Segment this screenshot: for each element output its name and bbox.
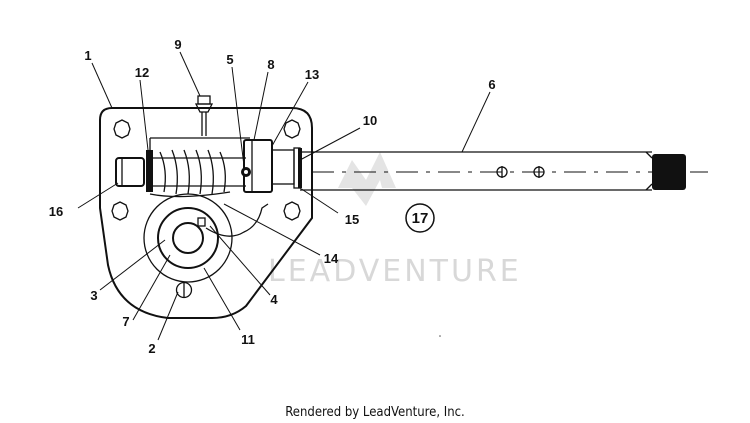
callout-17-badge: 17 bbox=[405, 203, 435, 233]
callout-2: 2 bbox=[148, 341, 155, 356]
leader-lines bbox=[77, 51, 491, 341]
callout-1: 1 bbox=[84, 48, 91, 63]
callout-9: 9 bbox=[174, 37, 181, 52]
callout-12: 12 bbox=[135, 65, 149, 80]
callout-11: 11 bbox=[241, 332, 255, 347]
leadventure-watermark: LEADVENTURE bbox=[268, 152, 522, 289]
callout-7: 7 bbox=[122, 314, 129, 329]
callout-3: 3 bbox=[90, 288, 97, 303]
callout-13: 13 bbox=[305, 67, 319, 82]
grease-fitting bbox=[194, 95, 214, 136]
collar-assembly bbox=[241, 139, 302, 193]
callout-16: 16 bbox=[49, 204, 63, 219]
callout-4: 4 bbox=[270, 292, 278, 307]
callout-17: 17 bbox=[412, 210, 429, 227]
callout-15: 15 bbox=[345, 212, 359, 227]
steering-shaft bbox=[300, 151, 708, 191]
callout-14: 14 bbox=[324, 251, 339, 266]
gearbox-housing bbox=[99, 107, 313, 319]
worm-gear bbox=[143, 193, 269, 283]
footer-credit: Rendered by LeadVenture, Inc. bbox=[285, 405, 465, 420]
callout-6: 6 bbox=[488, 77, 495, 92]
worm-shaft bbox=[115, 137, 250, 198]
callout-labels: 1 2 3 4 5 6 7 8 9 10 11 12 13 14 15 16 bbox=[49, 37, 496, 356]
callout-10: 10 bbox=[363, 113, 377, 128]
callout-5: 5 bbox=[226, 52, 233, 67]
callout-8: 8 bbox=[267, 57, 274, 72]
watermark-text: LEADVENTURE bbox=[268, 254, 522, 289]
